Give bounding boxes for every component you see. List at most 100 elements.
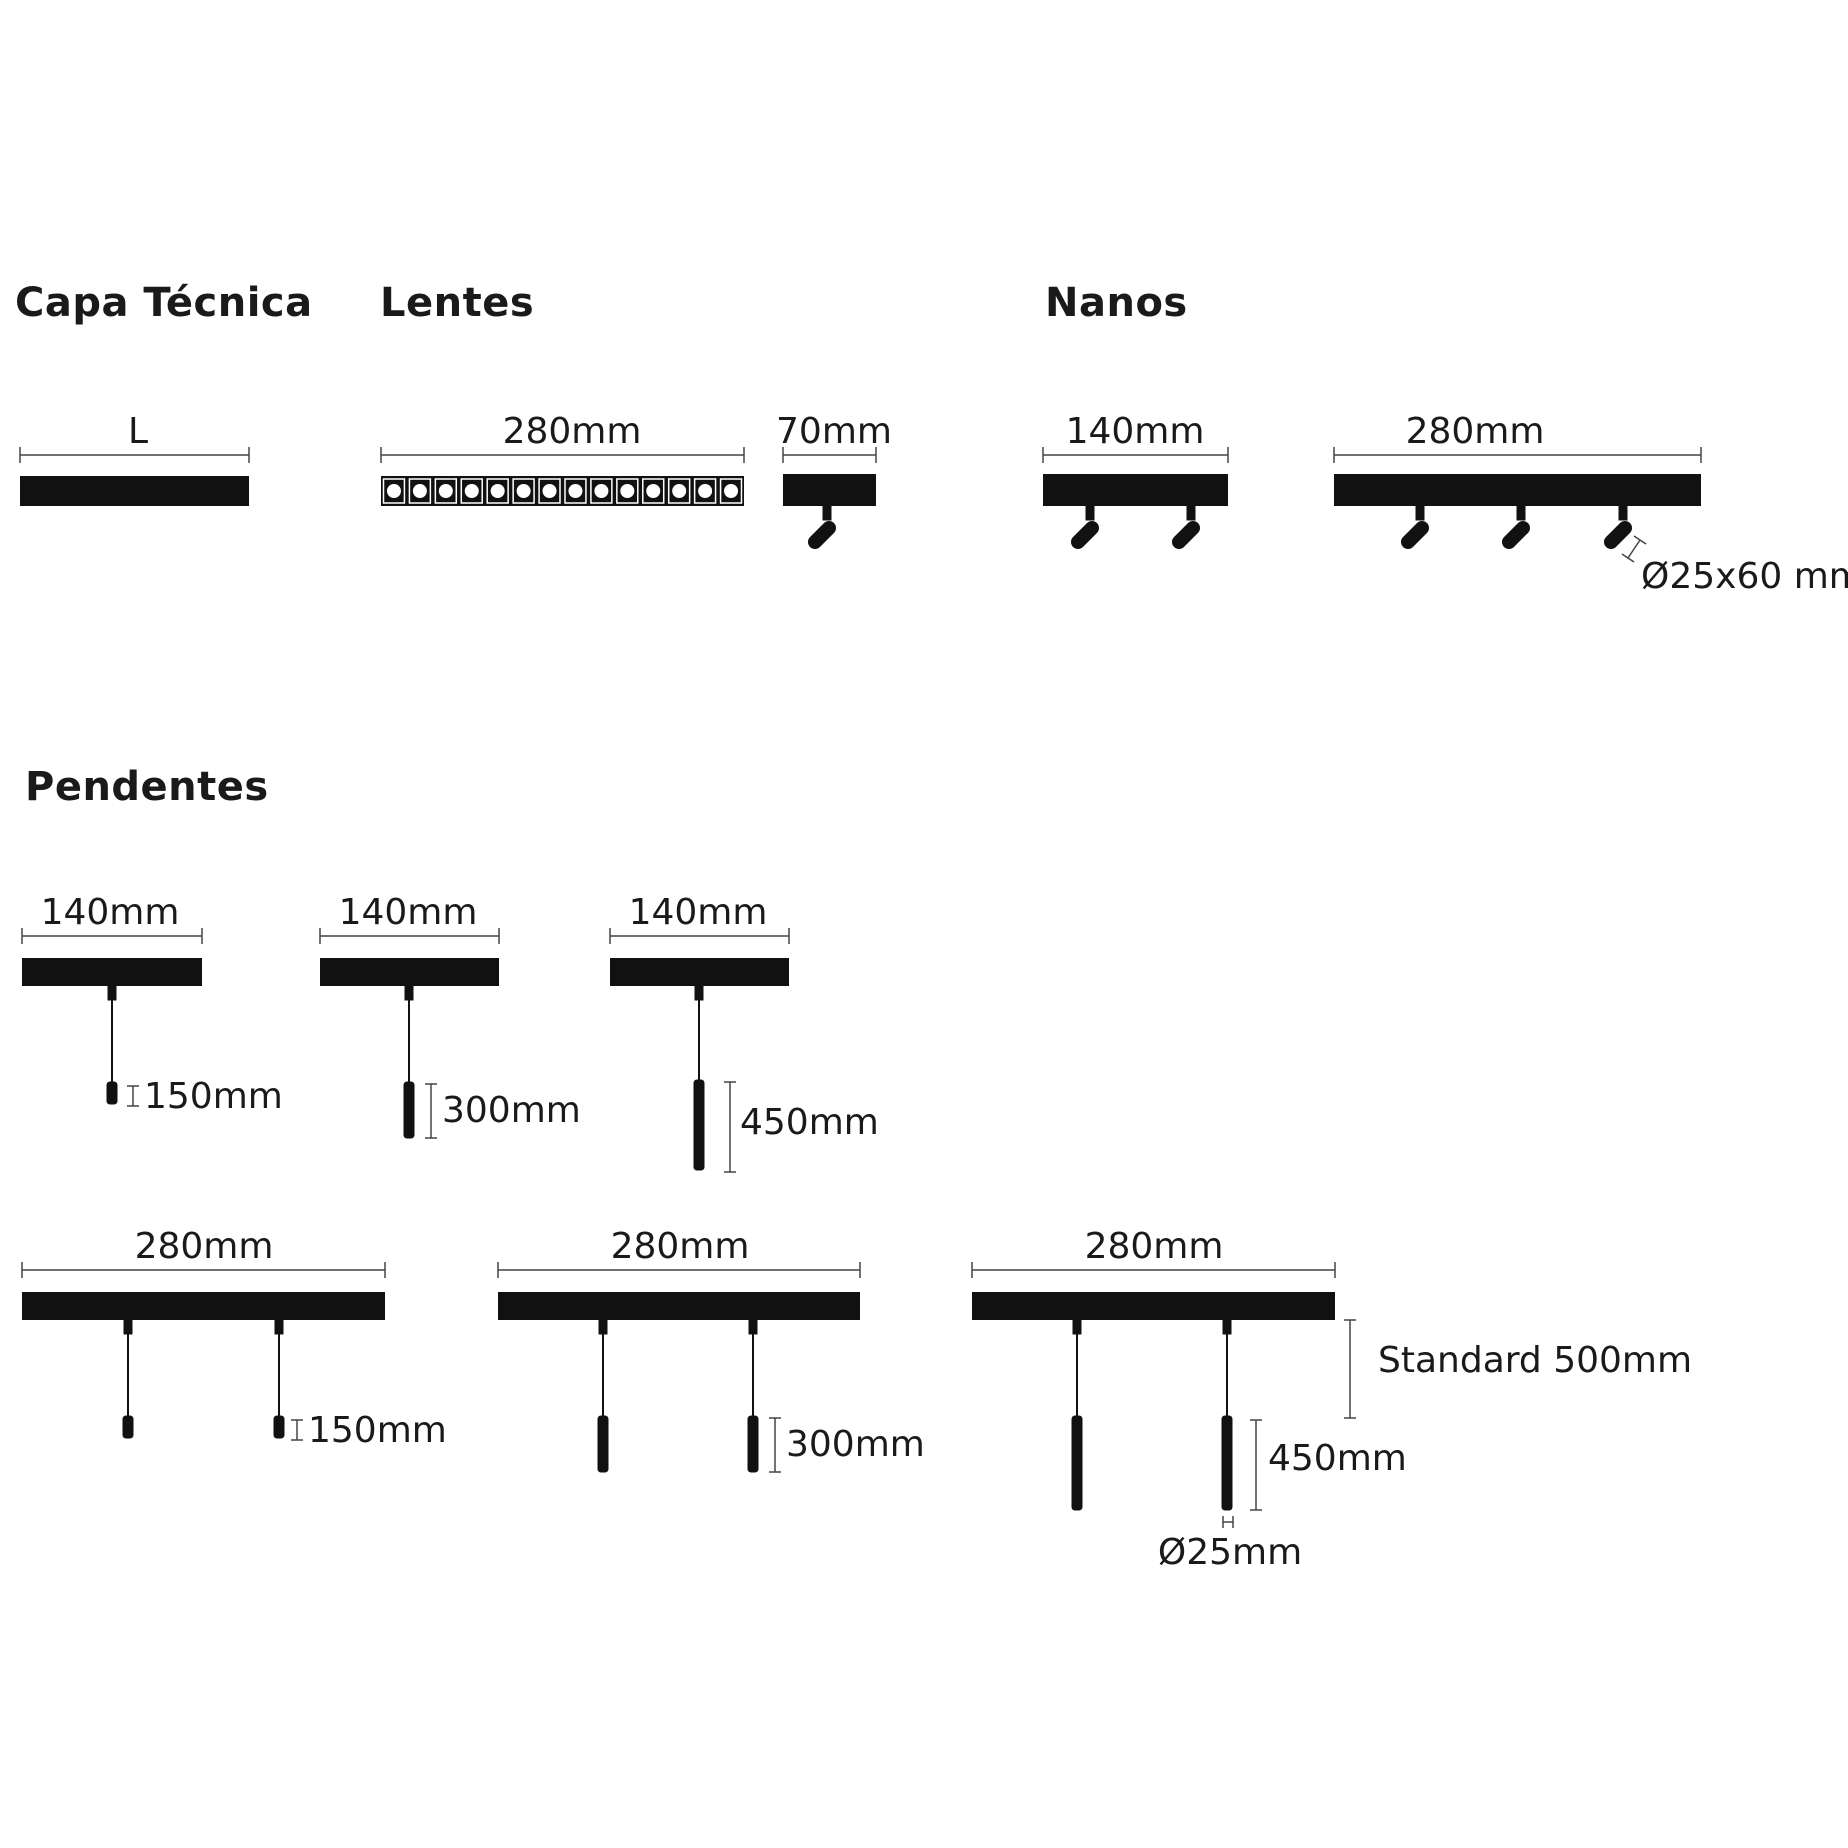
lens-cell [642, 478, 665, 504]
lens-cell [667, 478, 691, 504]
spot-head-icon [1401, 505, 1429, 549]
spot-head-icon [1502, 505, 1530, 549]
capa-tecnica-dimension-line [19, 447, 250, 463]
lens-icon [386, 484, 401, 498]
diameter-label: Ø25mm [1158, 1532, 1302, 1573]
pendente-short-150-drop-label: 150mm [144, 1076, 283, 1117]
pendente-long-150-bar [22, 1292, 385, 1320]
nanos-short-dimension-line [1042, 447, 1229, 463]
pendente-short-300-drop-label: 300mm [442, 1090, 581, 1131]
pendente-long-450-drop-label: 450mm [1268, 1438, 1407, 1479]
pendente-short-150-module: 140mm 150mm [21, 892, 283, 1117]
lens-cell [486, 478, 509, 504]
drop-300-dimension-line [425, 1083, 437, 1139]
pendant-300-icon [747, 1319, 759, 1473]
pendente-long-450-module: 280mm Standard 500mm 450mm Ø [971, 1226, 1692, 1573]
nanos-long-length-label: 280mm [1406, 411, 1545, 452]
nanos-long-dimension-line [1333, 447, 1702, 463]
pendant-300-icon [403, 985, 415, 1139]
pendente-long-150-dimension-line [21, 1262, 386, 1278]
pendentes-title: Pendentes [25, 764, 269, 810]
drop-150-dimension-line [291, 1419, 303, 1441]
pendente-short-300-module: 140mm 300mm [319, 892, 581, 1139]
nanos-short-module: 140mm [1042, 411, 1229, 549]
spot-head-icon [1172, 505, 1200, 549]
pendente-short-450-bar [610, 958, 789, 986]
drop-450-dimension-line [1250, 1419, 1262, 1511]
lens-cell [616, 478, 639, 504]
lens-icon [490, 484, 505, 498]
diameter-dimension-line [1222, 1516, 1234, 1528]
pendente-long-150-drop-label: 150mm [308, 1410, 447, 1451]
lens-row [382, 478, 743, 504]
drop-150-dimension-line [127, 1085, 139, 1107]
pendente-long-450-bar [972, 1292, 1335, 1320]
lens-cell [590, 478, 613, 504]
pendente-short-450-dimension-line [609, 928, 790, 944]
lens-icon [412, 484, 427, 498]
pendant-150-icon [273, 1319, 285, 1439]
lens-cell [693, 478, 717, 504]
lentes-lens-length-label: 280mm [503, 411, 642, 452]
pendant-450-icon [1071, 1319, 1083, 1511]
lens-cell [719, 478, 743, 504]
drop-300-dimension-line [769, 1417, 781, 1473]
capa-tecnica-length-label: L [128, 411, 148, 452]
pendant-150-icon [106, 985, 118, 1105]
lentes-spot-bar [783, 474, 876, 506]
pendente-short-150-dimension-line [21, 928, 203, 944]
capa-tecnica-module: L [19, 411, 250, 506]
nanos-title: Nanos [1045, 280, 1188, 326]
pendant-150-icon [122, 1319, 134, 1439]
spot-head-icon [808, 505, 836, 549]
nanos-short-length-label: 140mm [1066, 411, 1205, 452]
pendente-long-300-bar [498, 1292, 860, 1320]
spot-head-icon [1071, 505, 1099, 549]
lens-icon [724, 484, 739, 498]
lentes-lens-dimension-line [380, 447, 745, 463]
lens-icon [698, 484, 713, 498]
pendant-450-icon [693, 985, 705, 1171]
spot-size-dimension-line [1621, 535, 1647, 563]
lentes-spot-dimension-line [782, 447, 877, 463]
pendente-short-150-bar [22, 958, 202, 986]
pendente-long-150-module: 280mm 150mm [21, 1226, 447, 1451]
lentes-lens-module: 280mm [380, 411, 745, 506]
lentes-title: Lentes [380, 280, 534, 326]
lens-cell [460, 478, 483, 504]
nanos-spot-size-label: Ø25x60 mm [1641, 556, 1848, 597]
pendente-short-450-width-label: 140mm [629, 892, 768, 933]
lens-icon [542, 484, 557, 498]
lens-cell [512, 478, 535, 504]
pendente-short-300-dimension-line [319, 928, 500, 944]
lens-icon [594, 484, 609, 498]
lens-icon [646, 484, 661, 498]
lens-icon [672, 484, 687, 498]
pendente-long-300-dimension-line [497, 1262, 861, 1278]
pendente-long-300-drop-label: 300mm [786, 1424, 925, 1465]
lens-icon [620, 484, 635, 498]
lens-icon [516, 484, 531, 498]
pendente-long-300-module: 280mm 300mm [497, 1226, 925, 1473]
lens-icon [438, 484, 453, 498]
lentes-spot-module: 70mm [776, 411, 892, 549]
pendant-300-icon [597, 1319, 609, 1473]
pendente-short-300-bar [320, 958, 499, 986]
capa-tecnica-bar [20, 476, 249, 506]
pendente-short-300-width-label: 140mm [339, 892, 478, 933]
lens-cell [434, 478, 458, 504]
pendente-short-150-width-label: 140mm [41, 892, 180, 933]
pendant-450-icon [1221, 1319, 1233, 1511]
lens-icon [464, 484, 479, 498]
pendente-short-450-module: 140mm 450mm [609, 892, 879, 1173]
spot-head-icon [1604, 505, 1632, 549]
pendente-long-150-width-label: 280mm [135, 1226, 274, 1267]
lens-cell [382, 478, 406, 504]
capa-tecnica-title: Capa Técnica [15, 280, 313, 326]
lentes-spot-length-label: 70mm [776, 411, 892, 452]
pendente-long-300-width-label: 280mm [611, 1226, 750, 1267]
pendente-long-450-width-label: 280mm [1085, 1226, 1224, 1267]
cable-length-label: Standard 500mm [1378, 1340, 1692, 1381]
nanos-long-module: 280mm Ø25x60 mm [1333, 411, 1848, 597]
